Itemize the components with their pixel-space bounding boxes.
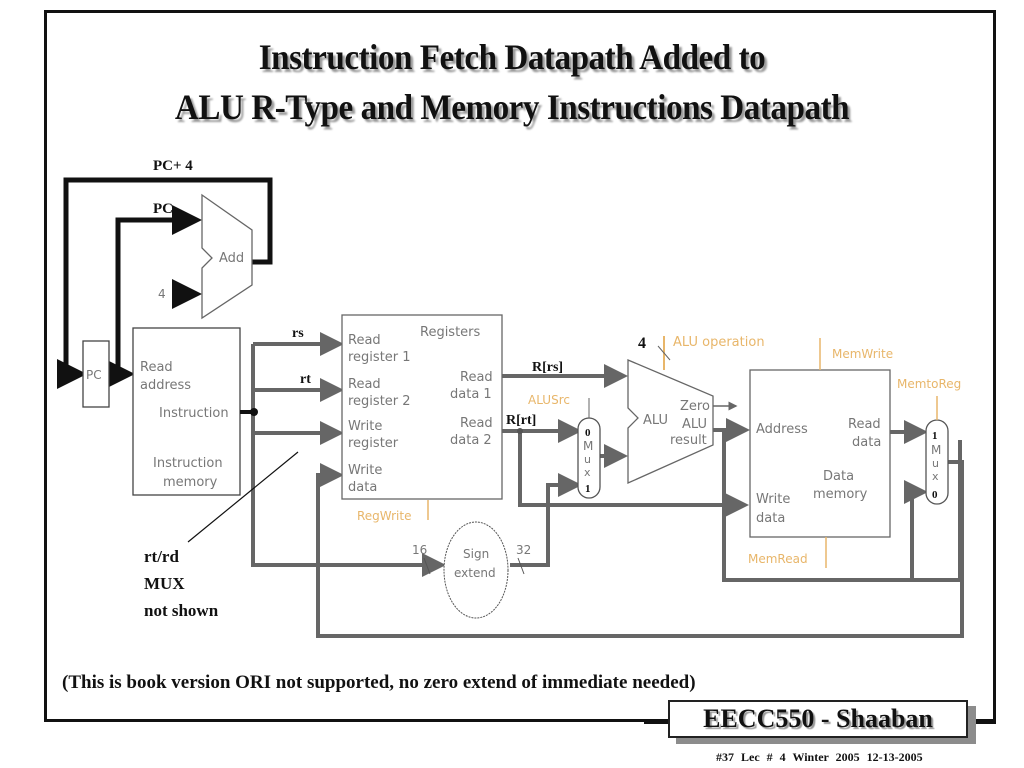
- adder: Add: [201, 193, 253, 320]
- rt-label: rt: [300, 372, 311, 387]
- pc-register-label: PC: [86, 368, 102, 382]
- dm-write-data-1: Write: [756, 492, 790, 507]
- annotation-pointer: [187, 451, 299, 543]
- slide-title-line1: Instruction Fetch Datapath Added to: [258, 37, 766, 77]
- rf-read-reg1-2: register 1: [348, 350, 411, 365]
- rs-label: rs: [292, 326, 304, 341]
- memtoreg-mux-in0: 0: [932, 489, 938, 501]
- dm-name-1: Data: [823, 469, 854, 484]
- alusrc-mux-in0: 0: [585, 427, 591, 439]
- regwrite-label: RegWrite: [357, 509, 411, 523]
- sign-extend-label-2: extend: [454, 566, 496, 580]
- dm-write-data-2: data: [756, 511, 785, 526]
- adder-label: Add: [219, 251, 244, 266]
- badge-line-right: [968, 721, 996, 724]
- rf-read-reg1-1: Read: [348, 333, 381, 348]
- alusrc-mux: 0 M u x 1: [577, 417, 601, 499]
- adder-const-label: 4: [158, 287, 166, 301]
- rf-read-reg2-2: register 2: [348, 394, 411, 409]
- memtoreg-mux: 1 M u x 0: [925, 419, 949, 505]
- memtoreg-label: MemtoReg: [897, 377, 961, 391]
- memwrite-label: MemWrite: [832, 347, 893, 361]
- pc-register: PC: [82, 340, 110, 408]
- alusrc-mux-in1: 1: [585, 483, 591, 495]
- alu-zero-label: Zero: [680, 399, 710, 414]
- memtoreg-mux-letter-m: M: [931, 443, 941, 457]
- annotation-line3: not shown: [144, 601, 219, 620]
- badge-line-left: [644, 721, 668, 724]
- alu-result-label-1: ALU: [682, 417, 707, 432]
- alu-result-label-2: result: [670, 433, 707, 448]
- rf-write-reg-1: Write: [348, 419, 382, 434]
- memread-label: MemRead: [748, 552, 808, 566]
- memtoreg-mux-letter-x: x: [932, 470, 939, 483]
- alu-operation-label: ALU operation: [673, 335, 765, 350]
- alu-label: ALU: [643, 413, 668, 428]
- sign-extend-out-width: 32: [516, 543, 531, 557]
- alusrc-mux-letter-u: u: [584, 453, 591, 466]
- pc-plus-4-label: PC+ 4: [153, 158, 193, 174]
- rf-read-reg2-1: Read: [348, 377, 381, 392]
- annotation-line1: rt/rd: [144, 547, 179, 566]
- memtoreg-mux-in1: 1: [932, 430, 938, 442]
- rf-read-data1-2: data 1: [450, 387, 492, 402]
- alusrc-mux-letter-x: x: [584, 466, 591, 479]
- instruction-junction: [250, 408, 258, 416]
- im-name-1: Instruction: [153, 456, 223, 471]
- alu: ALU Zero ALU result: [627, 359, 714, 485]
- memtoreg-mux-letter-u: u: [932, 457, 939, 470]
- dm-read-data-2: data: [852, 435, 881, 450]
- rf-write-reg-2: register: [348, 436, 399, 451]
- pc-label: PC: [153, 201, 173, 217]
- pc-wire: [105, 205, 202, 389]
- dm-address-label: Address: [756, 422, 808, 437]
- im-read-address-label-2: address: [140, 378, 191, 393]
- im-instruction-label: Instruction: [159, 406, 229, 421]
- im-read-address-label-1: Read: [140, 360, 173, 375]
- register-file: Registers Read register 1 Read register …: [341, 314, 503, 500]
- rf-read-data2-1: Read: [460, 416, 493, 431]
- rf-write-data-2: data: [348, 480, 377, 495]
- pc-plus-4-wire: [57, 177, 273, 389]
- dm-name-2: memory: [813, 487, 868, 502]
- data-memory: Address Read data Data memory Write data: [749, 369, 891, 538]
- slide-title-line2: ALU R-Type and Memory Instructions Datap…: [174, 87, 850, 127]
- rf-read-data1-1: Read: [460, 370, 493, 385]
- sign-extend: Sign extend 16 32: [412, 521, 531, 619]
- datapath-wires: [240, 332, 964, 638]
- instruction-memory: Read address Instruction Instruction mem…: [132, 327, 241, 496]
- footnote: (This is book version ORI not supported,…: [62, 672, 696, 693]
- dm-read-data-1: Read: [848, 417, 881, 432]
- sign-extend-in-width: 16: [412, 543, 427, 557]
- alu-operation-width-tick: [657, 345, 671, 361]
- alu-op-width-label: 4: [638, 335, 646, 352]
- im-name-2: memory: [163, 475, 218, 490]
- rrt-junction: [517, 428, 523, 434]
- alusrc-mux-letter-m: M: [583, 439, 593, 453]
- registers-name: Registers: [420, 325, 481, 340]
- alusrc-label: ALUSrc: [528, 393, 570, 407]
- slide-frame: [44, 10, 996, 722]
- r-rt-label: R[rt]: [506, 413, 536, 428]
- rf-read-data2-2: data 2: [450, 433, 492, 448]
- sign-extend-label-1: Sign: [463, 547, 489, 561]
- r-rs-label: R[rs]: [532, 360, 563, 375]
- rf-write-data-1: Write: [348, 463, 382, 478]
- course-badge: EECC550 - Shaaban: [668, 700, 968, 738]
- annotation-line2: MUX: [144, 574, 185, 593]
- slide-footer: #37 Lec # 4 Winter 2005 12-13-2005: [716, 750, 923, 764]
